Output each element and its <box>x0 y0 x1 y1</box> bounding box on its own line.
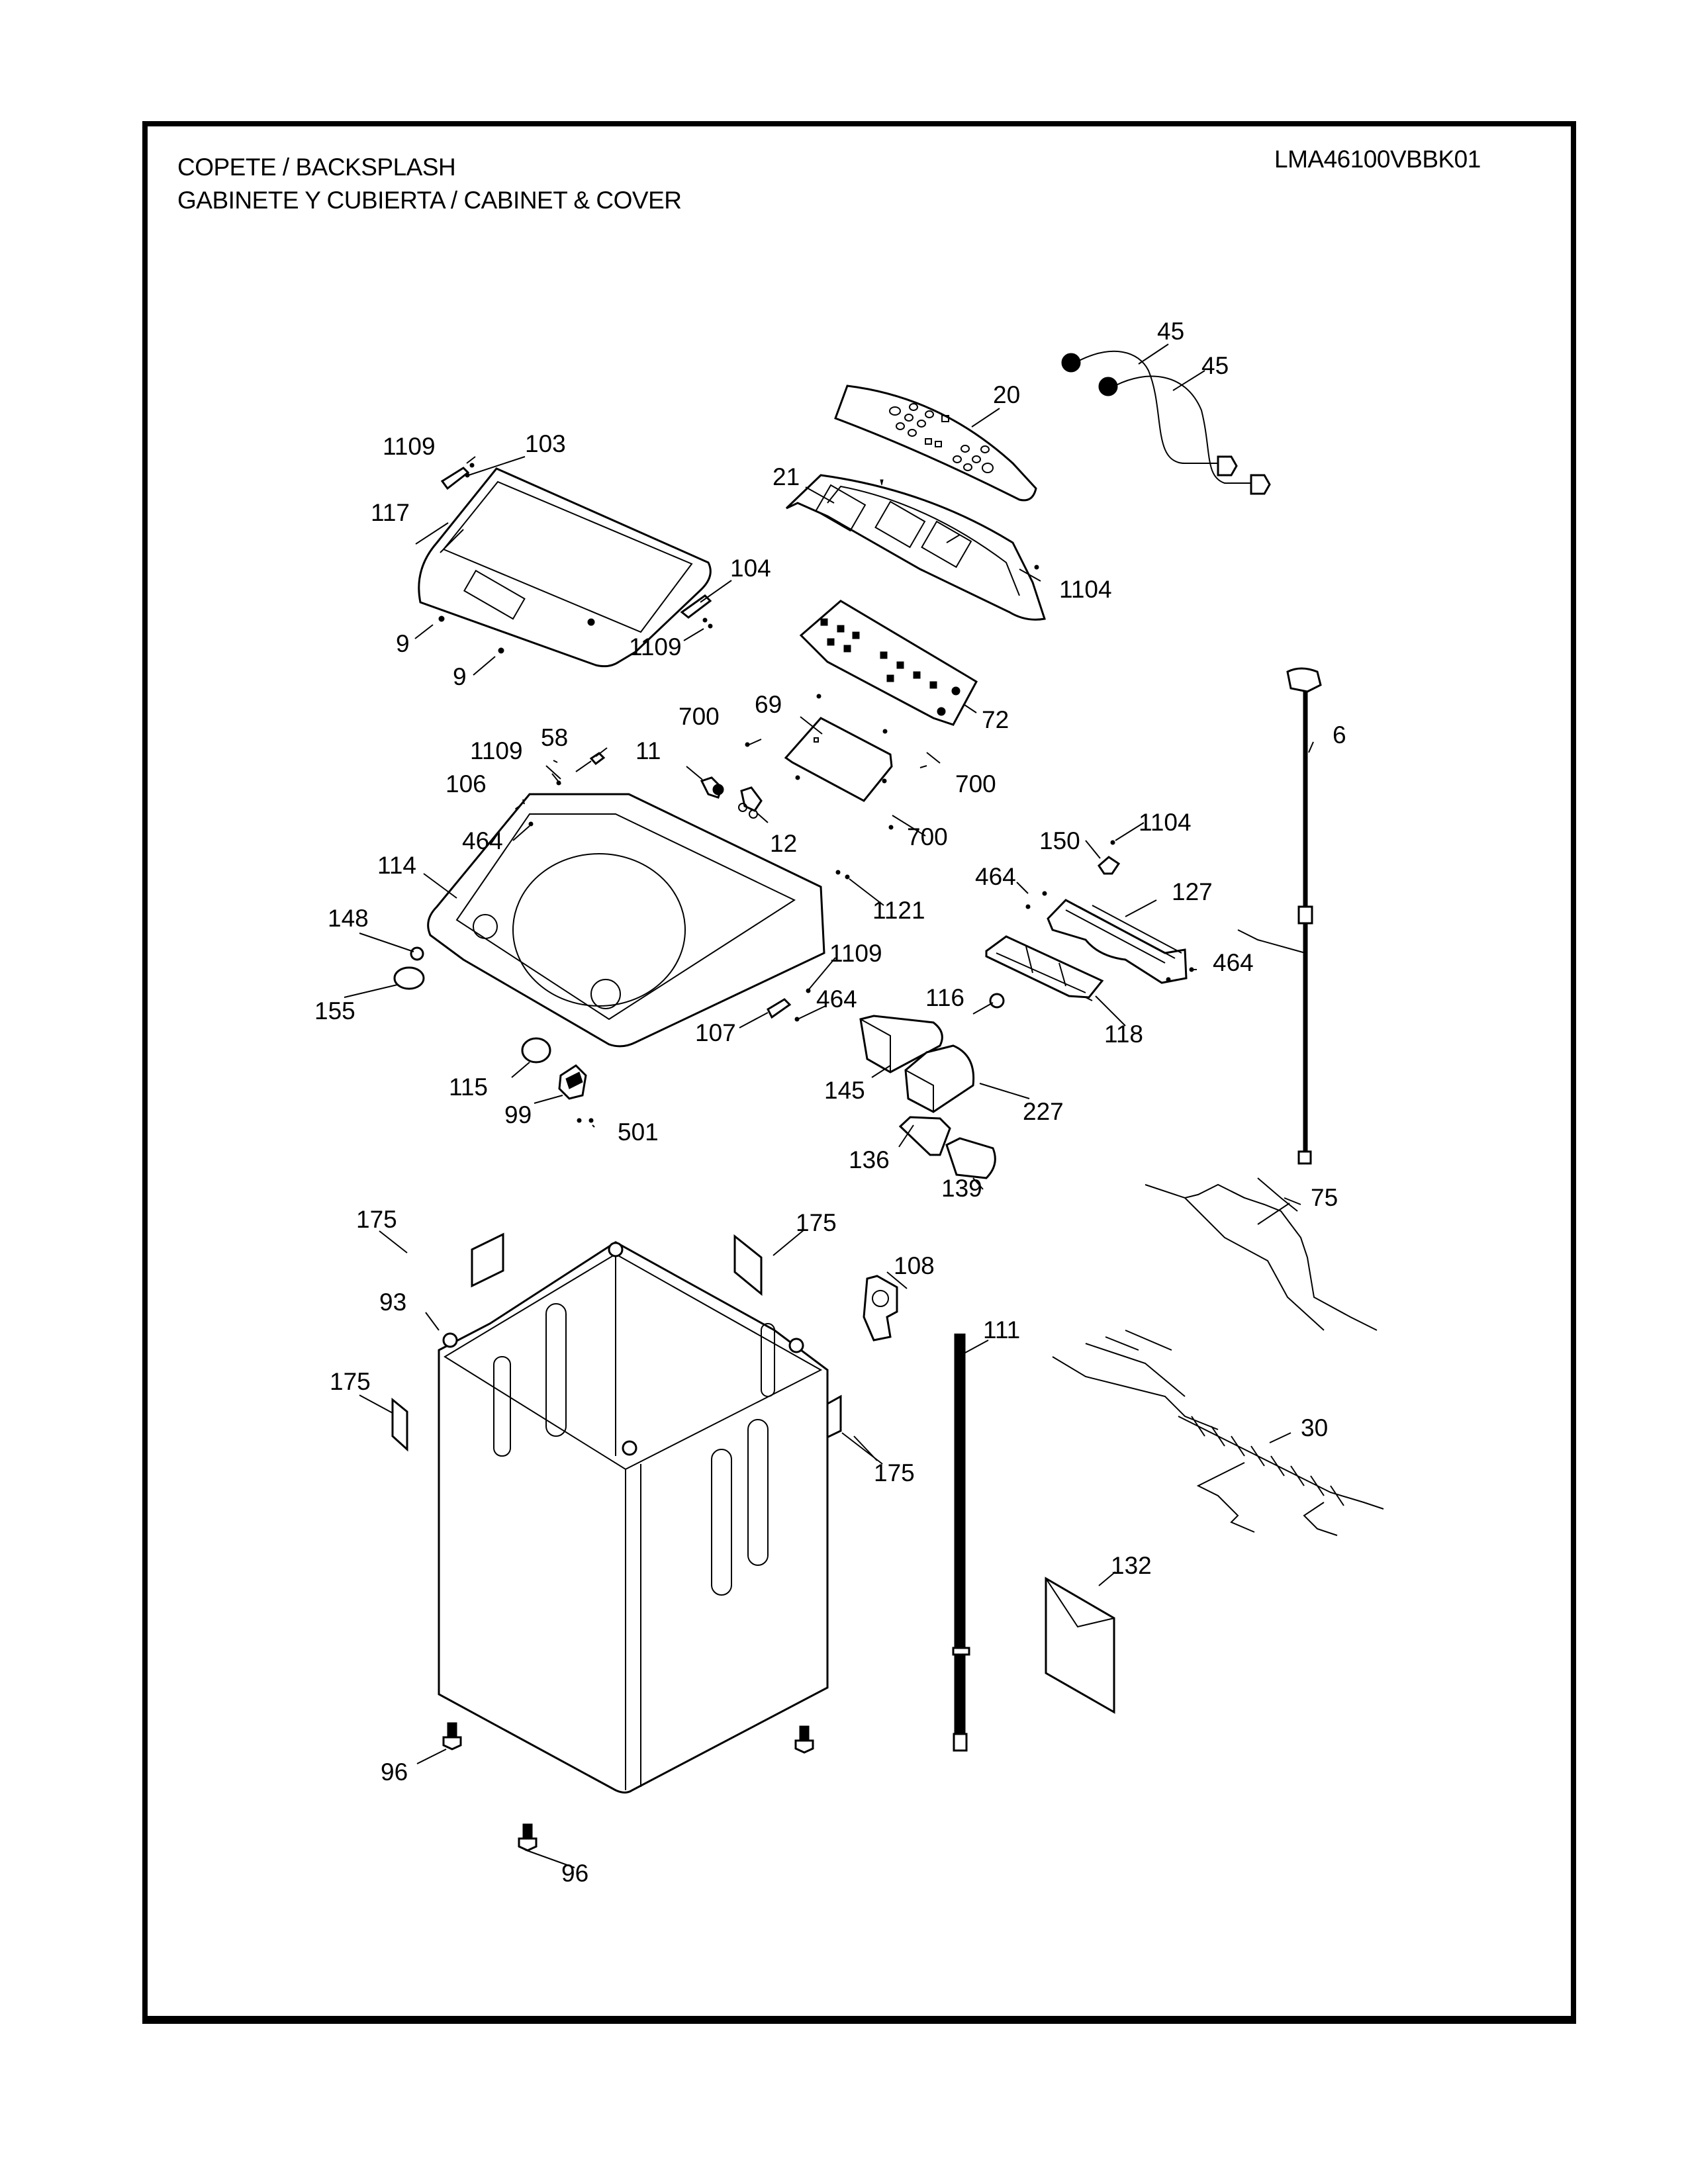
hinge-left-part <box>440 467 470 490</box>
callout-label: 700 <box>679 703 720 730</box>
diagram-frame <box>142 121 1576 2024</box>
bracket-right-part <box>945 1137 996 1179</box>
callout-label: 9 <box>453 663 467 690</box>
wire-harness-upper-part <box>1145 1177 1378 1331</box>
model-number: LMA46100VBBK01 <box>1274 146 1481 173</box>
callout-label: 1121 <box>872 897 925 924</box>
lid-assembly-part <box>418 467 712 668</box>
callout-label: 501 <box>618 1118 659 1146</box>
lid-switch-part <box>575 752 606 772</box>
callout-label: 175 <box>874 1459 915 1486</box>
callout-label: 132 <box>1111 1552 1152 1579</box>
callout-label: 96 <box>561 1860 588 1887</box>
callout-label: 96 <box>381 1758 408 1786</box>
callout-label: 136 <box>849 1146 890 1173</box>
diagram-title-cabinet-cover: GABINETE Y CUBIERTA / CABINET & COVER <box>177 187 682 214</box>
callout-label: 9 <box>396 630 410 657</box>
wire-harness-main-part <box>1052 1330 1384 1536</box>
leveling-leg-part <box>442 1722 814 1852</box>
callout-label: 111 <box>983 1316 1020 1343</box>
bumper-part <box>410 946 424 961</box>
callout-label: 20 <box>993 381 1020 408</box>
cap-rear-part <box>393 966 425 990</box>
callout-label: 30 <box>1301 1414 1328 1441</box>
pressure-switch-part <box>1098 856 1121 875</box>
callout-label: 1109 <box>629 633 682 660</box>
callout-label: 1109 <box>383 433 436 460</box>
callout-label: 58 <box>541 724 568 751</box>
callout-label: 118 <box>1104 1021 1143 1048</box>
callout-label: 1109 <box>470 737 523 764</box>
water-valve-cold-part <box>700 776 724 799</box>
hinge-right-part <box>680 594 712 619</box>
callout-label: 6 <box>1333 721 1346 749</box>
leader-lines <box>344 343 1314 1868</box>
water-valve-hot-part <box>738 786 763 819</box>
callout-label: 108 <box>894 1252 935 1279</box>
callout-label: 11 <box>635 737 661 764</box>
inlet-hose-part <box>1061 350 1271 495</box>
callout-label: 139 <box>941 1175 982 1202</box>
callout-label: 99 <box>504 1101 532 1128</box>
cabinet-part <box>438 1241 829 1794</box>
callout-label: 464 <box>462 827 503 854</box>
callout-label: 150 <box>1039 827 1080 854</box>
callout-label: 12 <box>770 830 797 857</box>
callout-label: 175 <box>330 1368 371 1395</box>
callout-label: 45 <box>1157 318 1184 345</box>
callout-label: 75 <box>1311 1184 1338 1211</box>
hinge-bracket-right-part <box>767 998 792 1019</box>
callout-label: 69 <box>755 691 782 718</box>
callout-label: 115 <box>449 1073 488 1101</box>
display-pcb-part <box>799 600 978 726</box>
drain-hose-part <box>952 1334 970 1752</box>
manual-part <box>1045 1576 1115 1714</box>
cap-front-part <box>521 1037 551 1064</box>
callout-label: 106 <box>445 770 487 797</box>
power-cord-part <box>1237 667 1322 1165</box>
callout-label: 145 <box>824 1077 865 1104</box>
callout-label: 464 <box>975 863 1016 890</box>
callout-label: 103 <box>525 430 566 457</box>
callout-label: 116 <box>925 984 964 1011</box>
callout-label: 1104 <box>1139 809 1192 836</box>
dispenser-housing-part <box>1047 899 1188 984</box>
top-cover-part <box>427 793 825 1048</box>
callout-label: 700 <box>907 823 948 850</box>
bracket-left-part <box>898 1116 951 1156</box>
callout-label: 117 <box>371 499 410 526</box>
callout-labels: 45 45 20 1109 103 21 117 104 1104 9 1109… <box>314 318 1346 1887</box>
main-pcb-part <box>784 717 893 802</box>
callout-label: 127 <box>1172 878 1213 905</box>
callout-label: 700 <box>955 770 996 797</box>
callout-label: 72 <box>982 706 1009 733</box>
callout-label: 104 <box>730 555 771 582</box>
callout-label: 114 <box>377 852 416 879</box>
drain-hose-guide-part <box>863 1275 898 1342</box>
dispenser-cup-part <box>859 1015 943 1073</box>
callout-label: 155 <box>314 997 355 1024</box>
callout-label: 1104 <box>1059 576 1112 603</box>
control-panel-overlay-part <box>834 385 1037 502</box>
callout-label: 93 <box>379 1289 406 1316</box>
callout-label: 148 <box>328 905 369 932</box>
lid-lock-part <box>558 1064 587 1100</box>
callout-label: 21 <box>773 463 800 490</box>
callout-label: 175 <box>356 1206 397 1233</box>
callout-label: 107 <box>695 1019 736 1046</box>
callout-label: 464 <box>816 985 857 1013</box>
callout-label: 464 <box>1213 949 1254 976</box>
dispenser-cup-2-part <box>904 1044 975 1113</box>
diagram-title-backsplash: COPETE / BACKSPLASH <box>177 154 456 181</box>
dispenser-drawer-part <box>985 935 1104 999</box>
callout-label: 45 <box>1201 352 1229 379</box>
callout-label: 1109 <box>829 940 882 967</box>
callout-label: 175 <box>796 1209 837 1236</box>
siphon-cap-part <box>989 993 1005 1009</box>
backsplash-housing-part <box>785 474 1046 621</box>
callout-label: 227 <box>1023 1098 1064 1125</box>
